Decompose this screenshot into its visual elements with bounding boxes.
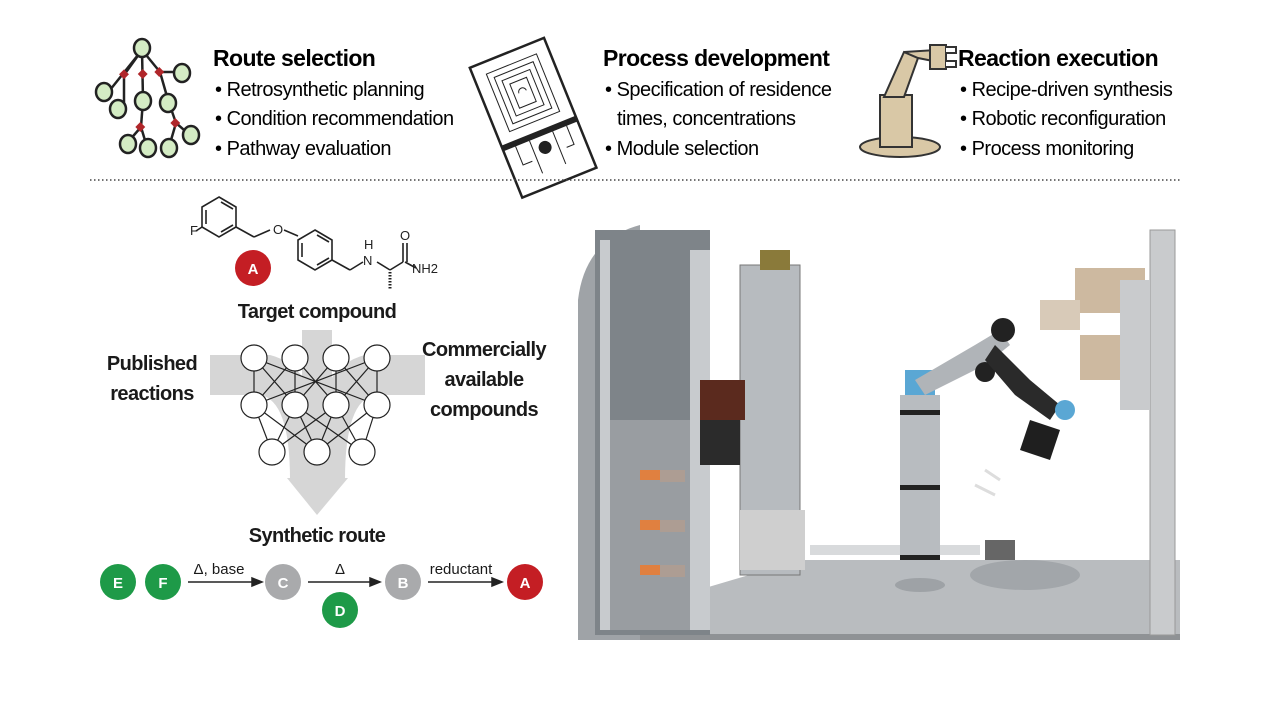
bullet: • Recipe-driven synthesis	[960, 79, 1173, 101]
synthetic-route-label: Synthetic route	[249, 525, 386, 547]
node-e: E	[100, 564, 136, 600]
network-node	[281, 344, 309, 372]
compound-a-badge: A	[235, 250, 271, 286]
bullet: • Pathway evaluation	[215, 138, 391, 160]
atom-label: H	[364, 237, 373, 252]
arrow-label: Δ, base	[194, 561, 245, 578]
svg-text:A: A	[520, 575, 531, 592]
section-title: Route selection	[213, 45, 375, 71]
bullet: • Module selection	[605, 138, 759, 160]
target-compound-label: Target compound	[238, 301, 396, 323]
arrow-label: Δ	[335, 561, 345, 578]
arrow-label: reductant	[430, 561, 493, 578]
bullet: • Process monitoring	[960, 138, 1134, 160]
neural-network	[240, 344, 391, 466]
bullet: • Robotic reconfiguration	[960, 108, 1166, 130]
atom-label: N	[363, 253, 372, 268]
section-title: Reaction execution	[958, 45, 1158, 71]
network-node	[348, 438, 376, 466]
bullet: • Condition recommendation	[215, 108, 454, 130]
network-node	[303, 438, 331, 466]
section-title: Process development	[603, 45, 830, 71]
node-c: C	[265, 564, 301, 600]
network-node	[363, 391, 391, 419]
node-a: A	[507, 564, 543, 600]
svg-text:E: E	[113, 575, 123, 592]
node-d: D	[322, 592, 358, 628]
network-node	[322, 391, 350, 419]
atom-label: O	[400, 228, 410, 243]
svg-text:C: C	[278, 575, 289, 592]
network-node	[281, 391, 309, 419]
route-tree-icon	[94, 37, 201, 159]
network-edge	[253, 357, 378, 406]
robotic-platform-photo	[578, 225, 1180, 640]
bullet-continuation: times, concentrations	[617, 108, 796, 130]
svg-text:A: A	[248, 261, 259, 278]
network-node	[258, 438, 286, 466]
route-diagram: E F C D B A Δ, base Δ reductant	[100, 561, 543, 628]
molecule-structure	[195, 196, 417, 290]
atom-label: NH2	[412, 261, 438, 276]
network-node	[363, 344, 391, 372]
svg-text:D: D	[335, 603, 346, 620]
bullet: • Retrosynthetic planning	[215, 79, 424, 101]
node-b: B	[385, 564, 421, 600]
svg-text:F: F	[158, 575, 167, 592]
robot-arm-icon	[859, 44, 957, 158]
svg-text:B: B	[398, 575, 409, 592]
network-node	[240, 344, 268, 372]
network-node	[240, 391, 268, 419]
atom-label: O	[273, 222, 283, 237]
network-edge	[294, 404, 363, 453]
atom-label: F	[190, 223, 198, 238]
bullet: • Specification of residence	[605, 79, 832, 101]
network-node	[322, 344, 350, 372]
flow-chip-icon	[468, 36, 599, 200]
node-f: F	[145, 564, 181, 600]
